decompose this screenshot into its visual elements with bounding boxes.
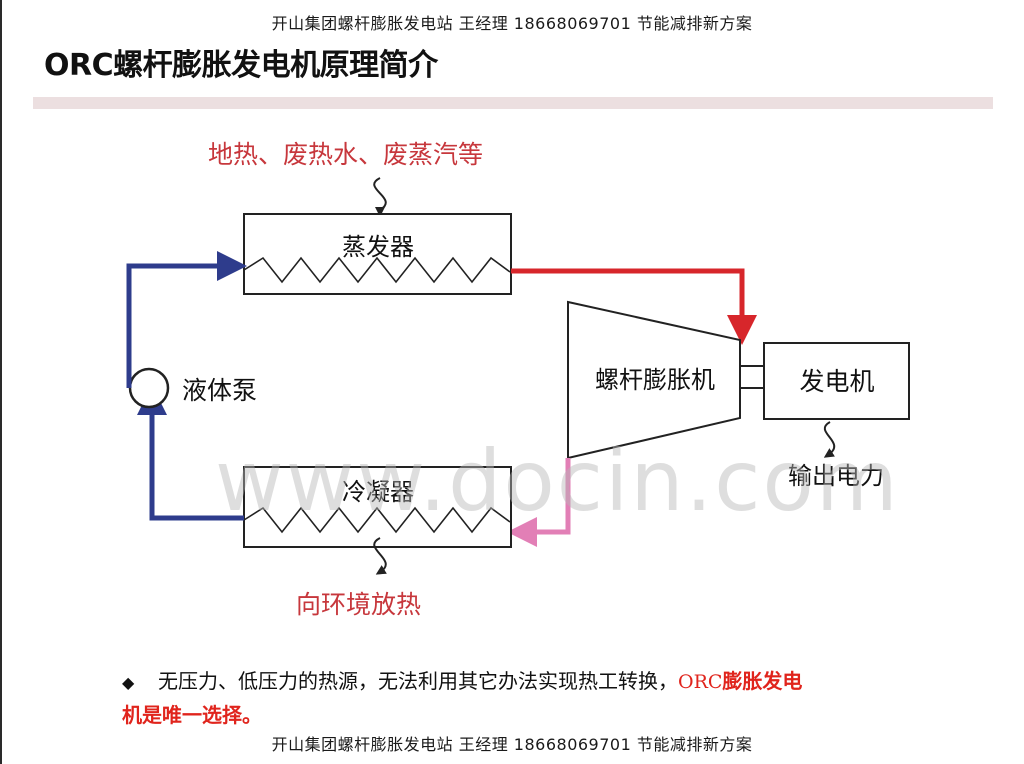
heat-input-squiggle	[373, 177, 387, 217]
left-edge-rule	[0, 0, 2, 764]
liquid-pump-circle	[128, 367, 170, 409]
bullet-point: ◆ 无压力、低压力的热源，无法利用其它办法实现热工转换，ORC膨胀发电 机是唯一选…	[122, 665, 902, 732]
bullet-diamond-icon: ◆	[122, 673, 135, 692]
page-header: 开山集团螺杆膨胀发电站 王经理 18668069701 节能减排新方案	[271, 14, 753, 33]
generator-label: 发电机	[799, 367, 874, 396]
condenser-coil	[243, 506, 511, 534]
bullet-text-main: 无压力、低压力的热源，无法利用其它办法实现热工转换，	[158, 669, 678, 693]
screw-expander-shape	[567, 300, 741, 460]
watermark: www.docin.com	[215, 432, 900, 530]
page-title: ORC螺杆膨胀发电机原理简介	[44, 48, 438, 83]
power-output-label: 输出电力	[788, 462, 884, 490]
heat-source-label: 地热、废热水、废蒸汽等	[208, 140, 483, 169]
generator-box	[763, 342, 910, 420]
shaft-coupling	[739, 365, 765, 389]
condensate-line	[137, 385, 244, 521]
evaporator-box	[243, 213, 512, 295]
bullet-text-bold-2: 机是唯一选择。	[122, 703, 262, 727]
page-footer: 开山集团螺杆膨胀发电站 王经理 18668069701 节能减排新方案	[271, 735, 753, 754]
title-underline-bar	[33, 97, 993, 109]
bullet-text-bold-1: 膨胀发电	[722, 669, 803, 693]
heat-release-squiggle	[373, 537, 387, 575]
liquid-pump-label: 液体泵	[182, 376, 257, 405]
bullet-text-orc: ORC	[678, 671, 723, 693]
pumped-liquid-line	[126, 251, 247, 388]
heat-release-label: 向环境放热	[296, 590, 421, 619]
screw-expander-label: 螺杆膨胀机	[595, 366, 715, 394]
exhaust-line	[507, 458, 571, 547]
evaporator-label: 蒸发器	[342, 233, 414, 261]
condenser-label: 冷凝器	[342, 478, 414, 506]
evaporator-coil	[243, 256, 511, 284]
hot-vapor-line	[511, 268, 757, 345]
condenser-box	[243, 466, 512, 548]
power-output-squiggle	[823, 421, 836, 458]
